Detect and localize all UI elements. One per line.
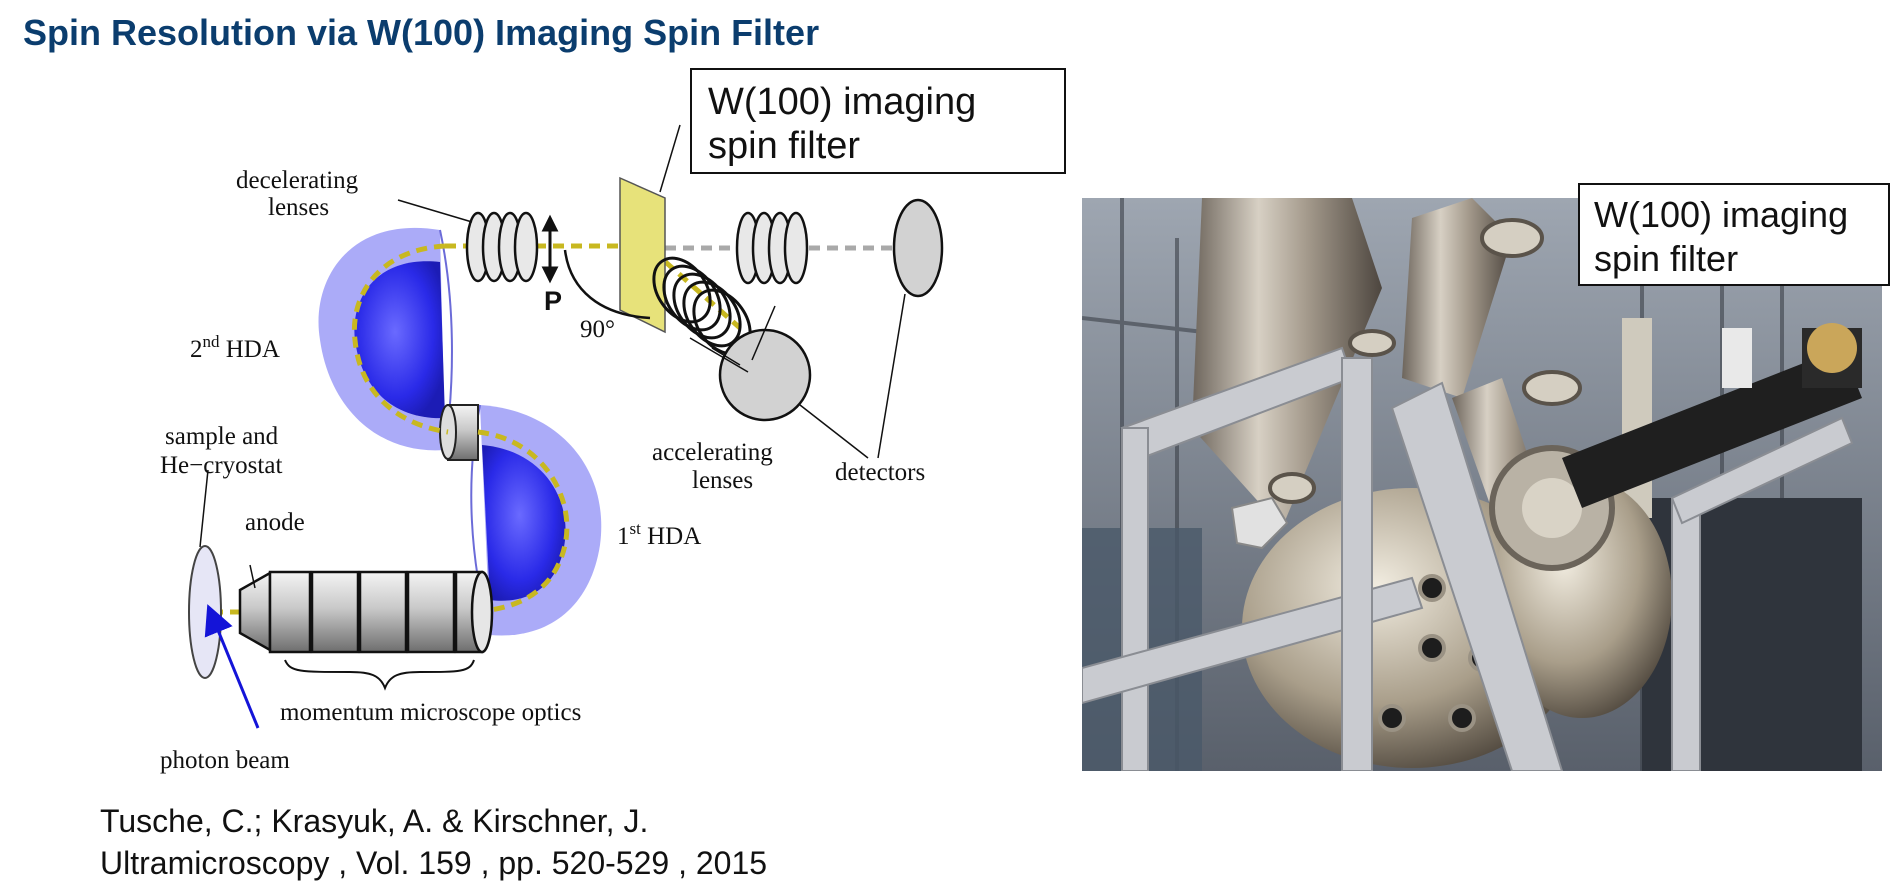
label-sample-1: sample and — [165, 423, 279, 450]
photo-callout-line1: W(100) imaging — [1594, 194, 1849, 235]
label-optics: momentum microscope optics — [280, 699, 581, 726]
apparatus-photo — [1082, 198, 1882, 771]
label-decelerating-2: lenses — [268, 194, 329, 221]
detectors-shape — [718, 198, 944, 422]
diagram-callout-line2: spin filter — [708, 125, 861, 167]
angle-arc — [563, 249, 651, 320]
label-sample-2: He−cryostat — [160, 452, 282, 479]
label-accelerating-2: lenses — [692, 467, 753, 494]
connector-lens — [439, 404, 479, 461]
accelerating-lenses-deflected — [652, 256, 752, 356]
leader-lines — [199, 124, 906, 589]
label-photon-beam: photon beam — [160, 747, 290, 774]
label-anode: anode — [245, 509, 305, 536]
label-hda2: 2nd HDA — [190, 332, 280, 363]
citation-journal: Ultramicroscopy , Vol. 159 , pp. 520-529… — [100, 845, 768, 881]
sample-disk — [188, 545, 222, 679]
diagram-callout-line1: W(100) imaging — [708, 81, 977, 123]
microscope-optics — [238, 570, 494, 654]
label-accelerating-1: accelerating — [652, 439, 773, 466]
citation: Tusche, C.; Krasyuk, A. & Kirschner, J. … — [100, 800, 767, 884]
photon-beam-arrow — [204, 604, 260, 729]
accelerating-lenses-straight — [735, 211, 809, 285]
w100-crystal — [619, 176, 666, 334]
label-decelerating-1: decelerating — [236, 167, 359, 194]
label-angle: 90° — [580, 316, 615, 343]
decelerating-lenses — [465, 211, 539, 283]
optics-brace — [284, 659, 475, 691]
slide-title: Spin Resolution via W(100) Imaging Spin … — [23, 12, 820, 53]
photo-callout: W(100) imaging spin filter — [1578, 183, 1890, 286]
hda-2 — [318, 227, 453, 451]
polarization-arrow — [541, 214, 559, 284]
label-detectors: detectors — [835, 459, 925, 486]
photo-callout-line2: spin filter — [1594, 238, 1739, 279]
label-polarization: P — [544, 286, 562, 316]
hda-1 — [470, 404, 602, 636]
diagram-callout: W(100) imaging spin filter — [690, 68, 1066, 174]
label-hda1: 1st HDA — [617, 519, 701, 550]
citation-authors: Tusche, C.; Krasyuk, A. & Kirschner, J. — [100, 803, 649, 839]
